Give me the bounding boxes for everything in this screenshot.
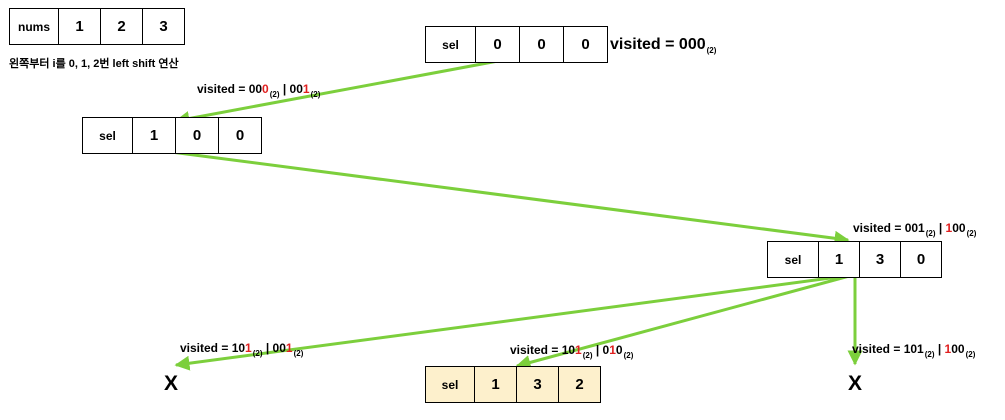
shift-caption: 왼쪽부터 i를 0, 1, 2번 left shift 연산: [9, 58, 179, 70]
arrow-level2-to-left-leaf: [174, 273, 854, 371]
arrow-root-to-level1: [174, 56, 515, 126]
arrow-level1-to-level2: [170, 150, 850, 246]
sel-cell: 0: [175, 117, 219, 154]
root-sel-array: sel 0 0 0: [425, 26, 608, 63]
nums-header-cell: nums: [9, 8, 59, 45]
root-visited-label: visited = 000(2): [610, 36, 717, 55]
nums-cell: 1: [58, 8, 101, 45]
sel-cell: 0: [519, 26, 564, 63]
sel-cell: 1: [474, 366, 517, 403]
level1-sel-array: sel 1 0 0: [82, 117, 262, 154]
sel-cell: 1: [132, 117, 176, 154]
sel-cell: 1: [818, 241, 860, 278]
result-sel-array: sel 1 3 2: [425, 366, 601, 403]
pruned-mark-right: X: [848, 372, 863, 395]
sel-label-cell: sel: [767, 241, 819, 278]
sel-cell: 0: [900, 241, 942, 278]
sel-label-cell: sel: [425, 26, 476, 63]
edge-label-level2: visited = 001(2) | 100(2): [853, 221, 977, 238]
edge-label-level1: visited = 000(2) | 001(2): [197, 82, 321, 99]
pruned-mark-left: X: [164, 372, 179, 395]
sel-cell: 0: [563, 26, 608, 63]
sel-cell: 3: [516, 366, 559, 403]
nums-cell: 2: [100, 8, 143, 45]
sel-cell: 3: [859, 241, 901, 278]
sel-label-cell: sel: [82, 117, 133, 154]
edge-label-mid-leaf: visited = 101(2) | 010(2): [510, 343, 634, 360]
sel-label-cell: sel: [425, 366, 475, 403]
edge-label-left-leaf: visited = 101(2) | 001(2): [180, 341, 304, 358]
sel-cell: 0: [475, 26, 520, 63]
nums-array: nums 1 2 3: [9, 8, 185, 45]
sel-cell: 0: [218, 117, 262, 154]
nums-cell: 3: [142, 8, 185, 45]
level2-sel-array: sel 1 3 0: [767, 241, 942, 278]
arrow-level2-to-mid-leaf: [515, 273, 854, 370]
sel-cell: 2: [558, 366, 601, 403]
edge-label-right-leaf: visited = 101(2) | 100(2): [852, 342, 976, 359]
